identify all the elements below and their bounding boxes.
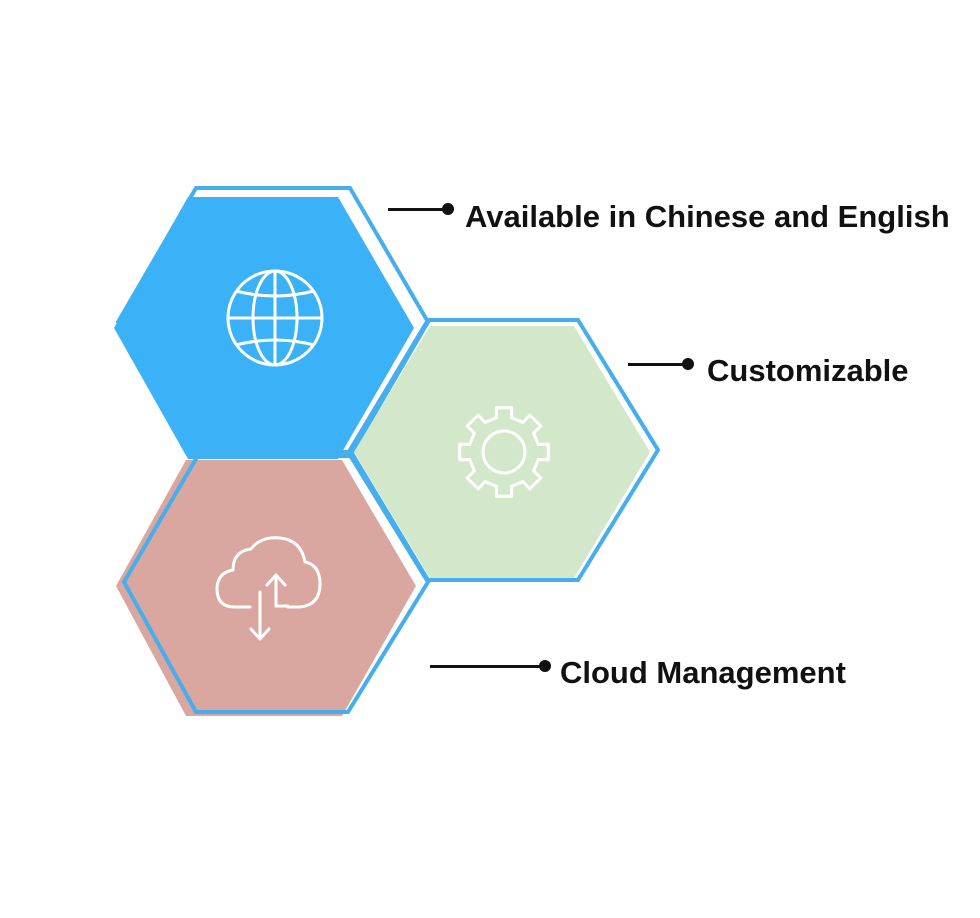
hexagon-cloud (116, 450, 431, 716)
feature-label-customizable: Customizable (707, 353, 909, 388)
hexagon-customizable-fill (354, 326, 650, 578)
hexagon-customizable-outline (347, 318, 661, 582)
gear-icon (458, 406, 550, 498)
hexagon-language-fill (114, 197, 414, 459)
connector-line-customizable (628, 363, 688, 366)
cloud-sync-icon (215, 536, 322, 641)
globe-icon (226, 269, 324, 367)
connector-line-cloud (430, 665, 545, 668)
connector-dot-cloud (539, 660, 551, 672)
connector-line-language (388, 208, 448, 211)
connector-dot-customizable (682, 358, 694, 370)
feature-label-language: Available in Chinese and English (465, 199, 950, 234)
hexagon-customizable (347, 318, 661, 582)
feature-label-cloud: Cloud Management (560, 655, 846, 690)
hexagon-cloud-outline (121, 450, 431, 714)
connector-dot-language (442, 203, 454, 215)
hexagon-cloud-fill (116, 460, 416, 716)
